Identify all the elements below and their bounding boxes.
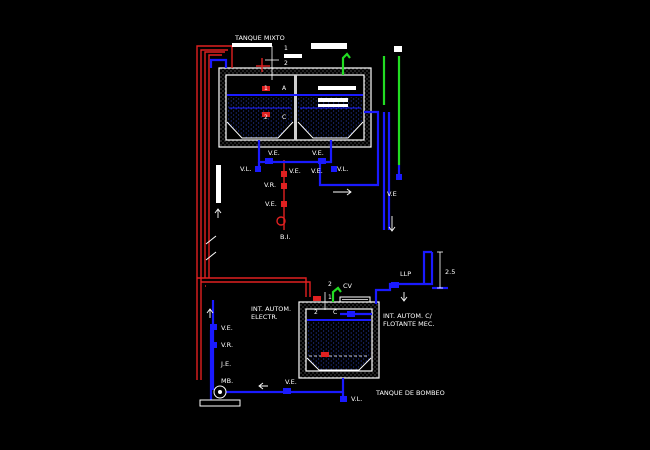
label-n1-a: 1 [264,85,268,92]
label-n2-top: 2 [284,60,288,67]
label-llp: LLP [400,270,411,278]
label-ve-bottom: V.E. [285,378,297,386]
label-bi: B.I. [280,233,291,241]
label-n2-b2: 2 [314,309,318,316]
details [199,43,443,407]
label-ve-mid: V.E. [289,167,301,175]
vent-pipes [331,52,401,302]
label-dim: 2.5 [445,268,455,276]
label-a: A [282,85,287,92]
label-n1-b: 1 [328,294,332,301]
label-int-autom-electr-2: ELECTR. [251,313,278,321]
label-ve-pump1: V.E. [221,324,233,332]
label-tanque-bombeo: TANQUE DE BOMBEO [375,389,445,397]
label-c-b: C [333,309,337,316]
label-ve-low: V.E. [265,200,277,208]
label-je: J.E. [220,360,231,368]
label-int-autom-electr-1: INT. AUTOM. [251,305,291,313]
label-int-autom-flot-1: INT. AUTOM. C/ [383,312,433,320]
label-n2-b: 2 [328,281,332,288]
label-n2-c: 2 [264,114,268,121]
label-ve-far: V.E [387,190,397,198]
label-int-autom-flot-2: FLOTANTE MEC. [383,320,434,328]
label-cv: CV [343,282,353,290]
label-n1-top: 1 [284,45,288,52]
label-vl-left: V.L. [240,165,251,173]
hot-water-pipes [196,45,311,380]
lower-tank [298,296,380,379]
labels: TANQUE MIXTO 1 2 1 A 2 C V.E. V.E. V.L. … [220,34,455,403]
label-c: C [282,114,286,121]
label-vl-right: V.L. [337,165,348,173]
label-vr-pump: V.R. [221,341,233,349]
label-ve-mid2: V.E. [311,167,323,175]
label-ve-left: V.E. [268,149,280,157]
label-tanque-mixto: TANQUE MIXTO [234,34,285,42]
upper-tank [218,67,372,148]
label-vl-bottom: V.L. [351,395,362,403]
label-vr: V.R. [264,181,276,189]
label-ve-right: V.E. [312,149,324,157]
label-mb: MB. [221,377,233,385]
